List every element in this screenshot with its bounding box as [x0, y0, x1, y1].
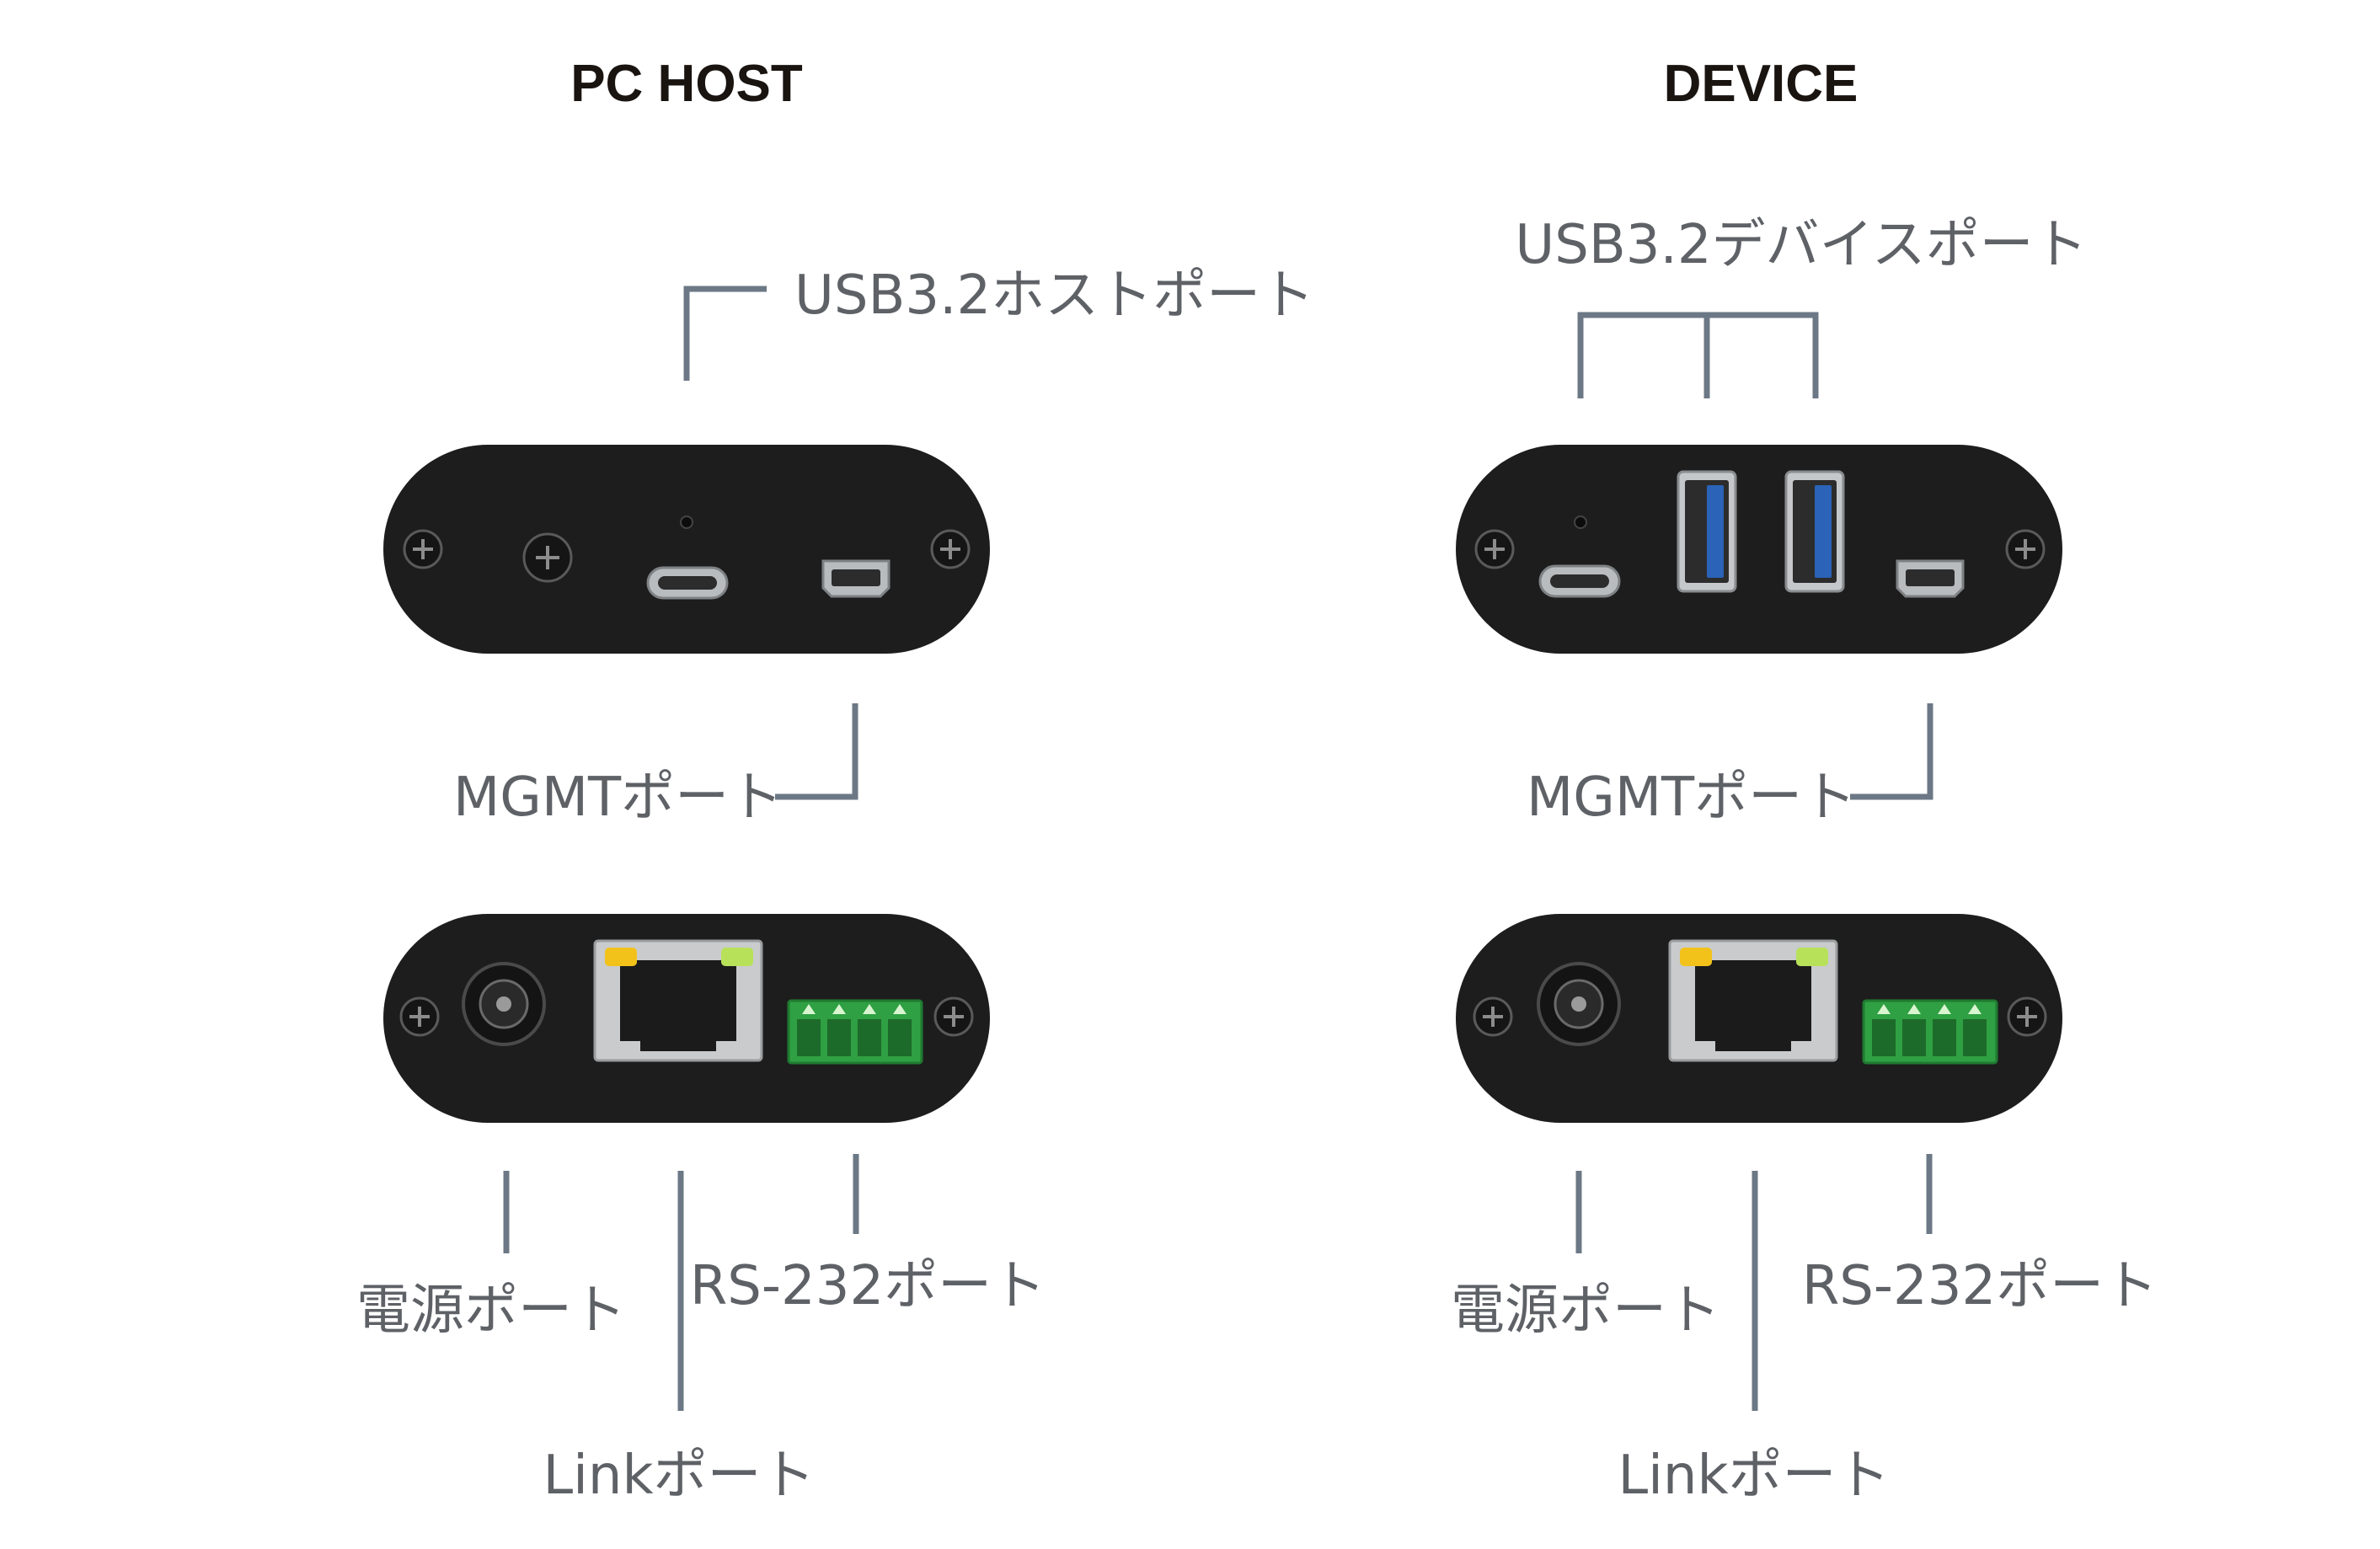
device-front-panel	[1456, 445, 2062, 654]
mini-usb-port-icon	[1896, 559, 1965, 598]
device-mgmt-leader	[1850, 703, 1933, 800]
screw-icon	[522, 532, 573, 583]
usb-a-port-icon	[1784, 470, 1845, 593]
screw-icon	[399, 996, 440, 1037]
host-front-panel	[383, 445, 990, 654]
mini-usb-port-icon	[821, 559, 890, 598]
host-rear-panel	[383, 914, 990, 1123]
device-mgmt-label: MGMTポート	[1527, 766, 1856, 829]
dc-jack-icon	[462, 962, 546, 1046]
screw-icon	[2005, 529, 2046, 569]
screw-icon	[1474, 529, 1515, 569]
device-usb-label: USB3.2デバイスポート	[1515, 214, 2087, 276]
host-front-enclosure	[383, 445, 990, 654]
host-title: PC HOST	[570, 55, 803, 113]
usb-a-port-icon	[1677, 470, 1737, 593]
screw-icon	[2007, 996, 2047, 1037]
device-rs232-label: RS-232ポート	[1802, 1255, 2158, 1317]
host-mgmt-label: MGMTポート	[453, 766, 783, 829]
device-front-enclosure	[1456, 445, 2062, 654]
screw-icon	[933, 996, 974, 1037]
host-section: PC HOST USB3.2ホストポート	[356, 55, 1314, 1507]
host-power-label: 電源ポート	[356, 1279, 626, 1342]
terminal-block-icon	[787, 999, 923, 1065]
usb-c-port-icon	[646, 566, 729, 600]
device-link-label: Linkポート	[1618, 1445, 1890, 1507]
rj45-port-icon	[593, 939, 763, 1062]
screw-icon	[1473, 996, 1513, 1037]
host-usb-leader	[683, 286, 767, 381]
rj45-port-icon	[1668, 939, 1838, 1062]
device-title: DEVICE	[1664, 55, 1859, 113]
host-indicator-hole	[680, 515, 693, 529]
device-indicator-hole	[1574, 515, 1587, 529]
usb-c-port-icon	[1538, 564, 1621, 598]
screw-icon	[930, 529, 971, 569]
terminal-block-icon	[1862, 999, 1998, 1065]
device-rear-panel	[1456, 914, 2062, 1123]
host-mgmt-leader	[775, 703, 858, 800]
host-usb-label: USB3.2ホストポート	[794, 264, 1314, 327]
dc-jack-icon	[1537, 962, 1621, 1046]
host-rs232-label: RS-232ポート	[690, 1255, 1046, 1317]
host-link-label: Linkポート	[543, 1445, 815, 1507]
screw-icon	[403, 529, 443, 569]
device-section: DEVICE USB3.2デバイスポート	[1451, 55, 2158, 1507]
device-power-label: 電源ポート	[1451, 1279, 1720, 1342]
device-usb-leader	[1577, 312, 1819, 398]
